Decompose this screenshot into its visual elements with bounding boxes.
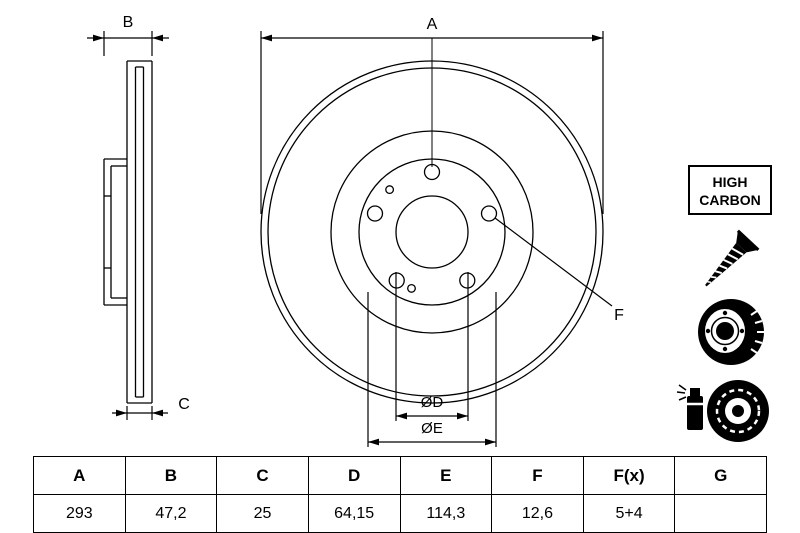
arrowhead xyxy=(116,409,127,417)
value-c: 25 xyxy=(216,494,309,533)
center-bore-circle xyxy=(395,195,469,269)
dim-a-label: A xyxy=(427,16,438,33)
value-g xyxy=(674,494,767,533)
dim-f-label: F xyxy=(614,307,624,324)
arrowhead xyxy=(485,438,496,446)
arrowhead xyxy=(592,34,603,42)
arrowhead xyxy=(368,438,379,446)
bolt-hole xyxy=(366,205,384,222)
bolt-hole xyxy=(388,272,405,289)
header-b: B xyxy=(124,456,218,495)
dimension-b: B xyxy=(87,14,169,56)
dim-c-label: C xyxy=(178,396,190,413)
dim-e-label: ØE xyxy=(421,420,443,437)
arrowhead xyxy=(457,412,468,420)
arrowhead xyxy=(152,34,163,42)
value-e: 114,3 xyxy=(399,494,493,533)
header-f: F xyxy=(491,456,584,495)
arrowhead xyxy=(396,412,407,420)
screw-icon xyxy=(705,229,760,287)
arrowhead xyxy=(152,409,163,417)
high-carbon-badge: HIGH CARBON xyxy=(688,165,772,215)
dimension-e: ØE xyxy=(367,292,497,447)
side-view xyxy=(103,60,153,404)
pin-hole xyxy=(407,283,416,293)
table-value-row: 293 47,2 25 64,15 114,3 12,6 5+4 xyxy=(33,494,767,533)
value-f: 12,6 xyxy=(491,494,584,533)
header-d: D xyxy=(307,456,401,495)
front-view xyxy=(260,38,604,404)
badge-border xyxy=(688,165,772,215)
hub-plate-circle xyxy=(358,158,506,306)
header-a: A xyxy=(33,456,126,495)
pin-hole xyxy=(385,185,395,195)
value-d: 64,15 xyxy=(307,494,401,533)
header-c: C xyxy=(216,456,309,495)
badge-line2: CARBON xyxy=(699,192,760,208)
coating-spray-disc-icon xyxy=(676,380,769,442)
dimension-d: ØD xyxy=(395,272,469,421)
dimension-f: F xyxy=(494,217,624,324)
header-fx: F(x) xyxy=(582,456,676,495)
dimension-a: A xyxy=(260,16,604,214)
bolt-hole xyxy=(480,205,498,222)
header-e: E xyxy=(399,456,493,495)
table-header-row: A B C D E F F(x) G xyxy=(33,456,767,495)
value-a: 293 xyxy=(33,494,126,533)
brake-disc-icon xyxy=(698,299,764,365)
technical-drawing: A B C ØD xyxy=(87,14,772,447)
dimension-c: C xyxy=(112,396,190,420)
value-fx: 5+4 xyxy=(582,494,676,533)
dim-d-label: ØD xyxy=(421,394,444,411)
value-b: 47,2 xyxy=(124,494,218,533)
arrowhead xyxy=(93,34,104,42)
badge-line1: HIGH xyxy=(713,174,748,190)
dimension-table: A B C D E F F(x) G 293 47,2 25 64,15 114… xyxy=(33,456,767,533)
arrowhead xyxy=(261,34,272,42)
header-g: G xyxy=(674,456,767,495)
dim-b-label: B xyxy=(123,14,134,31)
bolt-hole xyxy=(459,272,476,289)
